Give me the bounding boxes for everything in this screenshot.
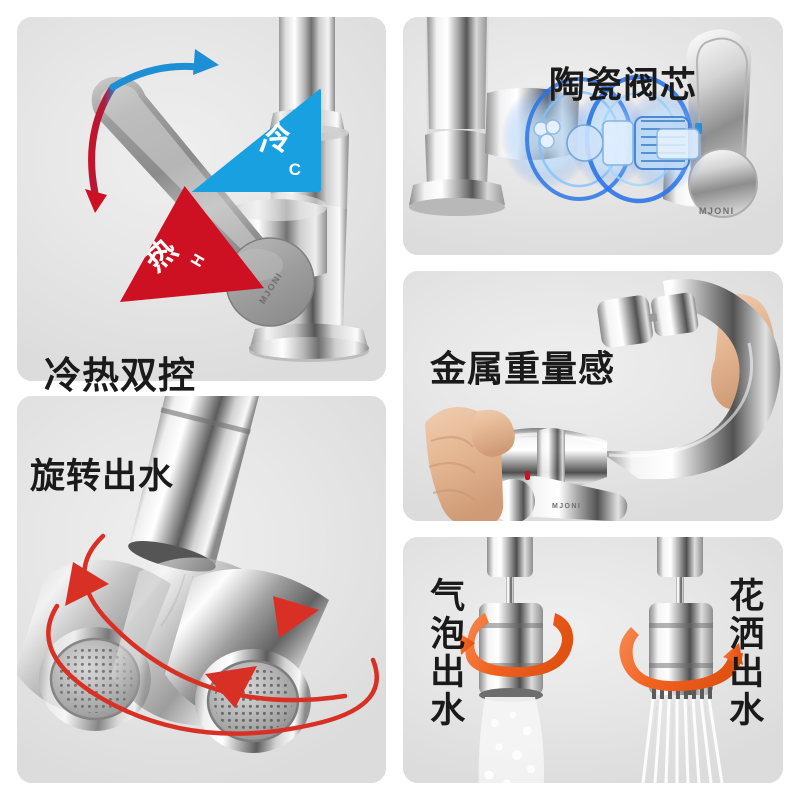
title-dual-control: 冷热双控 <box>44 353 196 397</box>
hot-label-en: H <box>188 251 209 271</box>
cold-label-en: C <box>288 160 301 179</box>
brand-logo-metal: MJONI <box>552 503 582 510</box>
panel-background <box>403 17 783 255</box>
panel-dual-control: 冷 C 热 H MJONI <box>17 17 386 381</box>
panel-background <box>403 271 783 521</box>
title-rotate-flow: 旋转出水 <box>30 457 175 498</box>
title-metal-weight: 金属重量感 <box>430 348 616 390</box>
panel-metal-weight: MJONI <box>403 271 783 521</box>
brand-logo-ceramic: MJONI <box>699 206 735 216</box>
panel-background <box>17 17 386 381</box>
title-ceramic-cartridge: 陶瓷阀芯 <box>549 64 698 106</box>
title-bubble-mode: 气泡出水 <box>424 577 465 729</box>
title-shower-mode: 花洒出水 <box>723 577 764 729</box>
panel-ceramic-cartridge: MJONI <box>403 17 783 255</box>
